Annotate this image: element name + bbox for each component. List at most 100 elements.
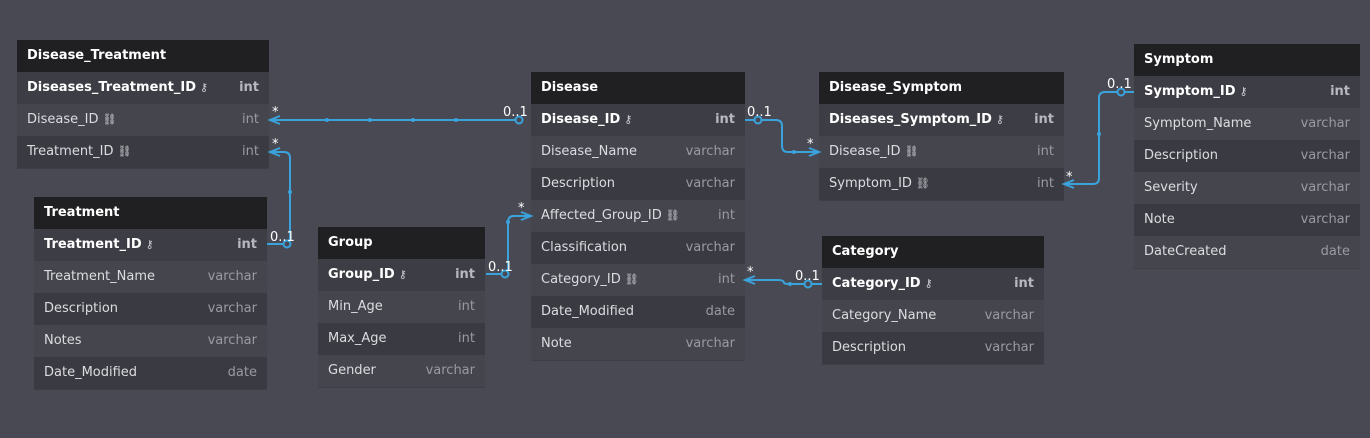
column-row[interactable]: Category_ID⚷ int [822, 268, 1044, 300]
table-category[interactable]: Category Category_ID⚷ int Category_Name … [822, 236, 1044, 364]
column-type: int [242, 144, 259, 159]
column-row[interactable]: Symptom_ID⚷ int [1134, 76, 1360, 108]
table-disease-symptom[interactable]: Disease_Symptom Diseases_Symptom_ID⚷ int… [819, 72, 1064, 200]
optional-marker [500, 269, 510, 279]
column-type: varchar [1300, 212, 1350, 227]
column-row[interactable]: Note varchar [531, 328, 745, 360]
table-header[interactable]: Disease_Treatment [17, 40, 269, 72]
key-icon: ⚷ [1239, 85, 1248, 98]
column-row[interactable]: Description varchar [1134, 140, 1360, 172]
route-point [1097, 132, 1101, 136]
column-row[interactable]: Affected_Group_ID⛓ int [531, 200, 745, 232]
column-type: varchar [984, 340, 1034, 355]
column-name: Diseases_Symptom_ID [829, 112, 992, 127]
column-name: Diseases_Treatment_ID [27, 80, 196, 95]
relationship-line [267, 151, 291, 245]
column-row[interactable]: Note varchar [1134, 204, 1360, 236]
column-name: Severity [1144, 180, 1198, 195]
column-name: Category_ID [832, 276, 921, 291]
table-header[interactable]: Treatment [34, 197, 267, 229]
column-name: Classification [541, 240, 628, 255]
cardinality-label: 0..1 [503, 105, 528, 120]
route-point [454, 118, 458, 122]
table-group[interactable]: Group Group_ID⚷ int Min_Age int Max_Age … [318, 227, 485, 387]
column-row[interactable]: Disease_ID⛓ int [17, 104, 269, 136]
column-name: Disease_ID [541, 112, 621, 127]
column-row[interactable]: Diseases_Symptom_ID⚷ int [819, 104, 1064, 136]
column-type: date [227, 365, 257, 380]
column-type: varchar [685, 240, 735, 255]
route-point [792, 150, 796, 154]
column-type: varchar [1300, 148, 1350, 163]
column-row[interactable]: Max_Age int [318, 323, 485, 355]
column-row[interactable]: Treatment_ID⚷ int [34, 229, 267, 261]
column-type: varchar [1300, 180, 1350, 195]
column-row[interactable]: Category_ID⛓ int [531, 264, 745, 296]
column-row[interactable]: Date_Modified date [34, 357, 267, 389]
column-row[interactable]: Disease_ID⛓ int [819, 136, 1064, 168]
column-row[interactable]: Description varchar [34, 293, 267, 325]
table-disease[interactable]: Disease Disease_ID⚷ int Disease_Name var… [531, 72, 745, 360]
column-row[interactable]: Disease_ID⚷ int [531, 104, 745, 136]
column-row[interactable]: Category_Name varchar [822, 300, 1044, 332]
crowfoot-marker [267, 147, 281, 157]
link-icon: ⛓ [665, 209, 680, 222]
optional-marker [1116, 87, 1126, 97]
crowfoot-marker [267, 115, 281, 125]
column-row[interactable]: Treatment_ID⛓ int [17, 136, 269, 168]
table-header[interactable]: Disease [531, 72, 745, 104]
route-point [368, 118, 372, 122]
table-disease-treatment[interactable]: Disease_Treatment Diseases_Treatment_ID⚷… [17, 40, 269, 168]
column-name: Treatment_ID [27, 144, 114, 159]
column-row[interactable]: Classification varchar [531, 232, 745, 264]
route-point [325, 118, 329, 122]
relationship-line [486, 215, 531, 275]
column-name: Description [44, 301, 119, 316]
optional-marker [282, 239, 292, 249]
table-treatment[interactable]: Treatment Treatment_ID⚷ int Treatment_Na… [34, 197, 267, 389]
column-name: Min_Age [328, 299, 383, 314]
table-header[interactable]: Disease_Symptom [819, 72, 1064, 104]
column-type: int [239, 80, 259, 95]
column-row[interactable]: Gender varchar [318, 355, 485, 387]
column-type: varchar [685, 176, 735, 191]
column-type: int [1330, 84, 1350, 99]
link-icon: ⛓ [102, 113, 117, 126]
table-header[interactable]: Group [318, 227, 485, 259]
column-type: int [458, 331, 475, 346]
key-icon: ⚷ [995, 113, 1004, 126]
column-row[interactable]: Symptom_Name varchar [1134, 108, 1360, 140]
column-name: Affected_Group_ID [541, 208, 662, 223]
column-name: Date_Modified [44, 365, 138, 380]
table-header[interactable]: Category [822, 236, 1044, 268]
column-row[interactable]: Notes varchar [34, 325, 267, 357]
column-type: int [715, 112, 735, 127]
cardinality-label: * [518, 201, 525, 216]
cardinality-label: * [1066, 170, 1073, 185]
column-row[interactable]: Symptom_ID⛓ int [819, 168, 1064, 200]
column-row[interactable]: Severity varchar [1134, 172, 1360, 204]
column-row[interactable]: Description varchar [531, 168, 745, 200]
column-row[interactable]: Description varchar [822, 332, 1044, 364]
column-row[interactable]: Diseases_Treatment_ID⚷ int [17, 72, 269, 104]
table-symptom[interactable]: Symptom Symptom_ID⚷ int Symptom_Name var… [1134, 44, 1360, 268]
column-row[interactable]: Date_Modified date [531, 296, 745, 328]
column-row[interactable]: DateCreated date [1134, 236, 1360, 268]
column-name: Treatment_ID [44, 237, 142, 252]
route-point [506, 220, 510, 224]
column-name: Description [832, 340, 907, 355]
cardinality-label: * [272, 137, 279, 152]
crowfoot-marker [520, 211, 534, 221]
column-type: int [237, 237, 257, 252]
column-name: Category_ID [541, 272, 621, 287]
column-row[interactable]: Min_Age int [318, 291, 485, 323]
cardinality-label: 0..1 [488, 260, 513, 275]
column-row[interactable]: Disease_Name varchar [531, 136, 745, 168]
optional-marker [753, 115, 763, 125]
table-header[interactable]: Symptom [1134, 44, 1360, 76]
column-row[interactable]: Group_ID⚷ int [318, 259, 485, 291]
column-type: int [718, 208, 735, 223]
column-name: Symptom_Name [1144, 116, 1252, 131]
column-row[interactable]: Treatment_Name varchar [34, 261, 267, 293]
